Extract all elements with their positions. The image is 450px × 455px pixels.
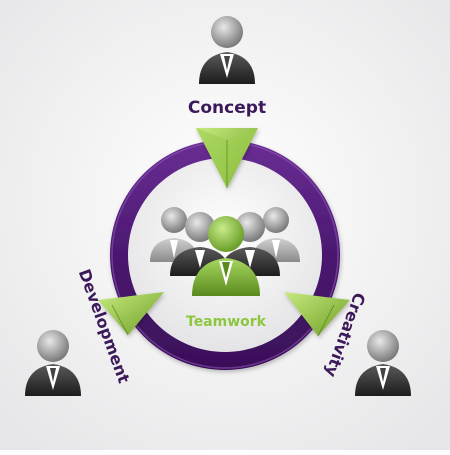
arrow-right xyxy=(284,292,350,337)
team-icon xyxy=(150,207,300,296)
stage-label-concept: Concept xyxy=(188,98,266,118)
cycle-ring xyxy=(110,140,340,370)
person-icon xyxy=(355,330,411,396)
person-icon xyxy=(25,330,81,396)
arrow-left xyxy=(98,292,164,336)
center-label: Teamwork xyxy=(186,314,267,330)
team-leader xyxy=(192,216,260,296)
person-icon xyxy=(199,16,255,84)
arrow-top xyxy=(196,128,258,188)
